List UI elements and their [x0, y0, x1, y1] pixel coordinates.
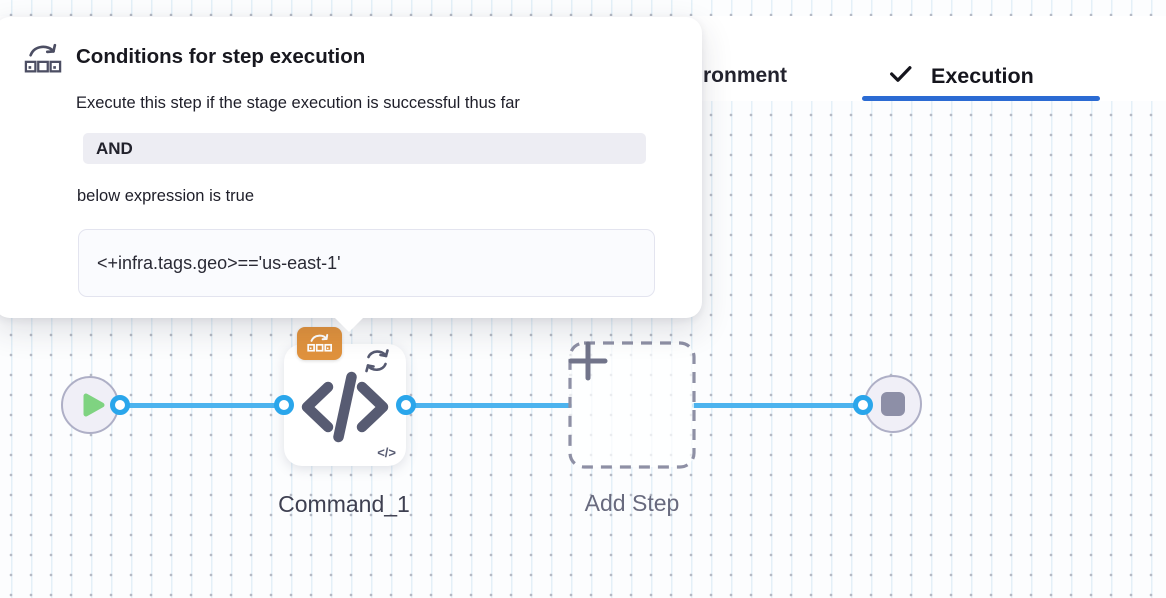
add-step-label[interactable]: Add Step	[584, 490, 680, 516]
tab-execution-label: Execution	[931, 63, 1034, 88]
active-tab-underline	[862, 96, 1100, 101]
code-icon	[301, 371, 389, 443]
plus-icon	[568, 341, 608, 381]
tab-environment[interactable]: ronment	[703, 64, 787, 87]
add-step-button[interactable]	[568, 341, 696, 469]
play-icon	[83, 393, 105, 417]
tab-execution[interactable]: Execution	[888, 61, 1034, 91]
connector-line	[692, 403, 857, 408]
connector-line	[122, 403, 280, 408]
conditions-popover: Conditions for step execution Execute th…	[0, 17, 702, 332]
step-node-label[interactable]: Command_1	[278, 491, 410, 517]
popover-tail	[334, 317, 364, 332]
connector-port[interactable]	[274, 395, 294, 415]
add-step-dashed-border	[568, 341, 696, 469]
conditional-execution-icon	[306, 333, 332, 352]
conditional-execution-badge[interactable]	[297, 327, 342, 360]
expression-caption: below expression is true	[77, 187, 255, 205]
stop-icon	[881, 392, 905, 416]
connector-port[interactable]	[110, 395, 130, 415]
pipeline-start-node[interactable]	[61, 376, 119, 434]
expression-value-box: <+infra.tags.geo>=='us-east-1'	[78, 229, 655, 297]
conditional-execution-icon	[24, 43, 62, 73]
popover-title: Conditions for step execution	[76, 45, 366, 68]
operator-badge: AND	[83, 133, 646, 164]
connector-port[interactable]	[396, 395, 416, 415]
connector-port[interactable]	[853, 395, 873, 415]
popover-description: Execute this step if the stage execution…	[76, 94, 520, 112]
check-icon	[888, 61, 913, 91]
step-node-command[interactable]: </>	[284, 327, 406, 466]
step-type-mini-icon: </>	[377, 445, 396, 460]
looping-strategy-icon[interactable]	[362, 347, 392, 375]
connector-line	[410, 403, 572, 408]
